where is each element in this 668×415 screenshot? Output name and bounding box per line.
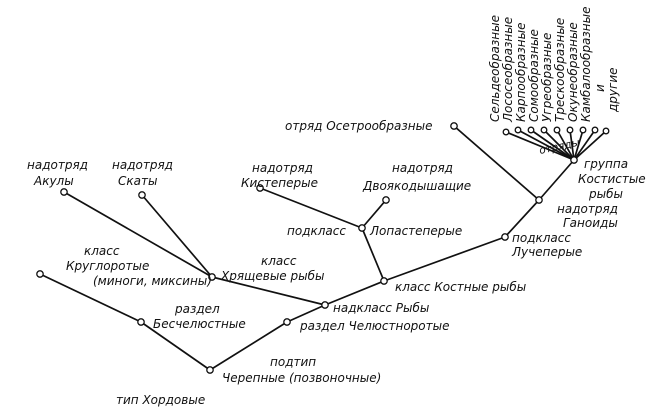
branch-jawless-cyclostomes [39,273,142,323]
label-teleosts-1: группа [584,157,628,171]
order-node-6 [566,126,574,134]
label-subclass-ray-2: Лучеперые [511,245,582,259]
label-sharks-2: Акулы [33,174,74,188]
order-line-9 [573,130,607,161]
label-phylum: тип Хордовые [116,393,205,407]
order-label-3: Карпообразные [514,23,528,122]
order-label-1: Сельдеобразные [488,15,502,122]
order-node-9 [602,127,610,135]
order-node-2 [514,126,522,134]
branch-fishes-bony [324,280,385,306]
branch-cartilaginous-sharks [63,191,213,278]
order-label-7: Окунеобразные [566,22,580,122]
branch-lobefinned-dipnoi [361,199,387,229]
order-node-8 [591,126,599,134]
node-cyclostomes [36,270,44,278]
order-line-6 [569,129,575,161]
branch-cartilaginous-rays [141,194,213,278]
node-teleosts [570,156,578,164]
branch-fishes-cartilaginous [211,276,326,306]
order-line-5 [556,129,575,161]
order-line-3 [530,129,575,161]
tree-branches [39,125,607,371]
order-node-1 [502,128,510,136]
order-line-4 [543,129,575,161]
label-dipnoi-2: Двоякодышащие [362,179,471,193]
label-subclass-ray-1: подкласс [512,231,571,245]
label-rays-1: надотряд [112,158,173,172]
branch-rayfinned-ganoids [504,199,540,238]
label-subclass-lobe-1: подкласс [287,224,346,238]
node-fishes [321,301,329,309]
node-sharks [60,188,68,196]
label-sharks-1: надотряд [27,158,88,172]
node-lobefinned [358,224,366,232]
node-sturgeons [450,122,458,130]
label-rays-2: Скаты [118,174,157,188]
branch-ganoids-sturgeons [453,125,540,201]
label-sturgeons: отряд Осетрообразные [285,119,432,133]
label-subphylum-1: подтип [270,355,316,369]
order-label-6: Трескообразные [553,18,567,122]
label-crosso-1: надотряд [252,161,313,175]
label-class-cyclo-1: класс [84,244,120,258]
branch-bony-lobefinned [361,227,385,282]
order-label-4: Сомообразные [527,29,541,122]
node-crossopterygii [256,184,264,192]
node-ganoids [535,196,543,204]
label-dipnoi-1: надотряд [392,161,453,175]
branch-chordata-jawless [140,321,211,371]
order-line-8 [573,129,596,161]
label-ganoids-1: надотряд [557,202,618,216]
label-div-jawless-1: раздел [174,302,220,316]
branch-chordata-jawed [209,321,288,371]
node-jawless [137,318,145,326]
order-label-9: и [593,84,607,92]
node-dipnoi [382,196,390,204]
order-node-5 [553,126,561,134]
order-label-8: Камбалообразные [579,7,593,123]
order-label-2: Лососеобразные [501,17,515,123]
tree-labels: тип Хордовые подтип Черепные (позвоночны… [27,7,646,408]
label-class-cyclo-3: (миноги, миксины) [93,274,212,288]
order-node-3 [527,126,535,134]
label-div-jawed: раздел Челюстноротые [299,319,449,333]
order-line-2 [517,129,575,161]
branch-bony-rayfinned [383,236,506,282]
branch-lobefinned-crossopterygii [259,187,363,229]
node-rays [138,191,146,199]
node-jawed [283,318,291,326]
branch-ganoids-teleosts [538,159,575,201]
label-superclass-fish: надкласс Рыбы [333,301,429,315]
label-div-jawless-2: Бесчелюстные [153,317,246,331]
tree-nodes [36,122,610,374]
label-class-cyclo-2: Круглоротые [66,259,149,273]
label-subphylum-2: Черепные (позвоночные) [222,371,381,385]
node-rayfinned [501,233,509,241]
label-teleosts-3: рыбы [588,187,623,201]
label-teleosts-2: Костистые [578,172,646,186]
order-line-1 [505,131,575,161]
branch-jawed-fishes [286,304,326,323]
label-class-cart-2: Хрящевые рыбы [220,269,324,283]
node-bony [380,277,388,285]
label-crosso-2: Кистеперые [241,176,318,190]
label-class-bony: класс Костные рыбы [395,280,526,294]
order-node-4 [540,126,548,134]
node-cartilaginous [208,273,216,281]
node-chordata [206,366,214,374]
order-node-7 [579,126,587,134]
order-label-5: Угреобразные [540,33,554,122]
label-class-cart-1: класс [261,254,297,268]
label-ganoids-2: Ганоиды [563,216,618,230]
order-label-10: другие [606,67,620,113]
label-subclass-lobe-2: Лопастеперые [369,224,462,238]
order-line-7 [573,129,584,161]
